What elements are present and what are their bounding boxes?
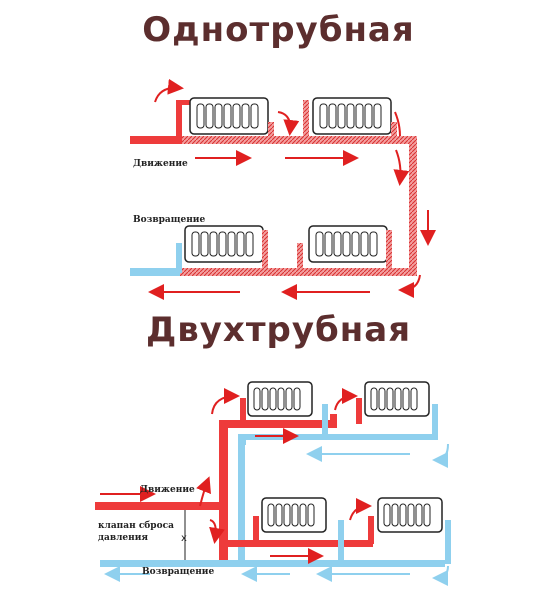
one-pipe-system: Движение Возвращение [130,78,436,300]
one-return-label: Возвращение [133,215,205,225]
two-valve-label-2: давления [98,533,148,543]
two-radiator-1 [247,381,313,417]
two-return-label: Возвращение [142,567,214,577]
one-main-pipe [180,136,415,144]
two-radiator-3 [261,497,327,533]
one-radiator-1 [189,97,269,135]
two-return-out [100,560,445,567]
title-two-pipe: Двухтрубная [145,310,412,350]
two-valve-label-1: клапан сброса [98,520,174,531]
one-radiator-3 [184,225,264,263]
one-supply-pipe [130,136,180,144]
two-pipe-system: x Движение клапан сброса давления Возвра… [95,381,451,586]
two-radiator-4 [377,497,443,533]
title-one-pipe: Однотрубная [142,10,415,50]
valve-icon: x [181,533,187,544]
two-return-riser [238,435,245,565]
one-radiator-4 [308,225,388,263]
one-right-riser [409,136,417,276]
one-supply-label: Движение [133,159,188,169]
one-radiator-2 [312,97,392,135]
two-radiator-2 [364,381,430,417]
two-supply-in [95,502,225,510]
one-return-out [130,268,180,276]
two-supply-riser [219,420,228,560]
two-supply-label: Движение [140,485,195,495]
